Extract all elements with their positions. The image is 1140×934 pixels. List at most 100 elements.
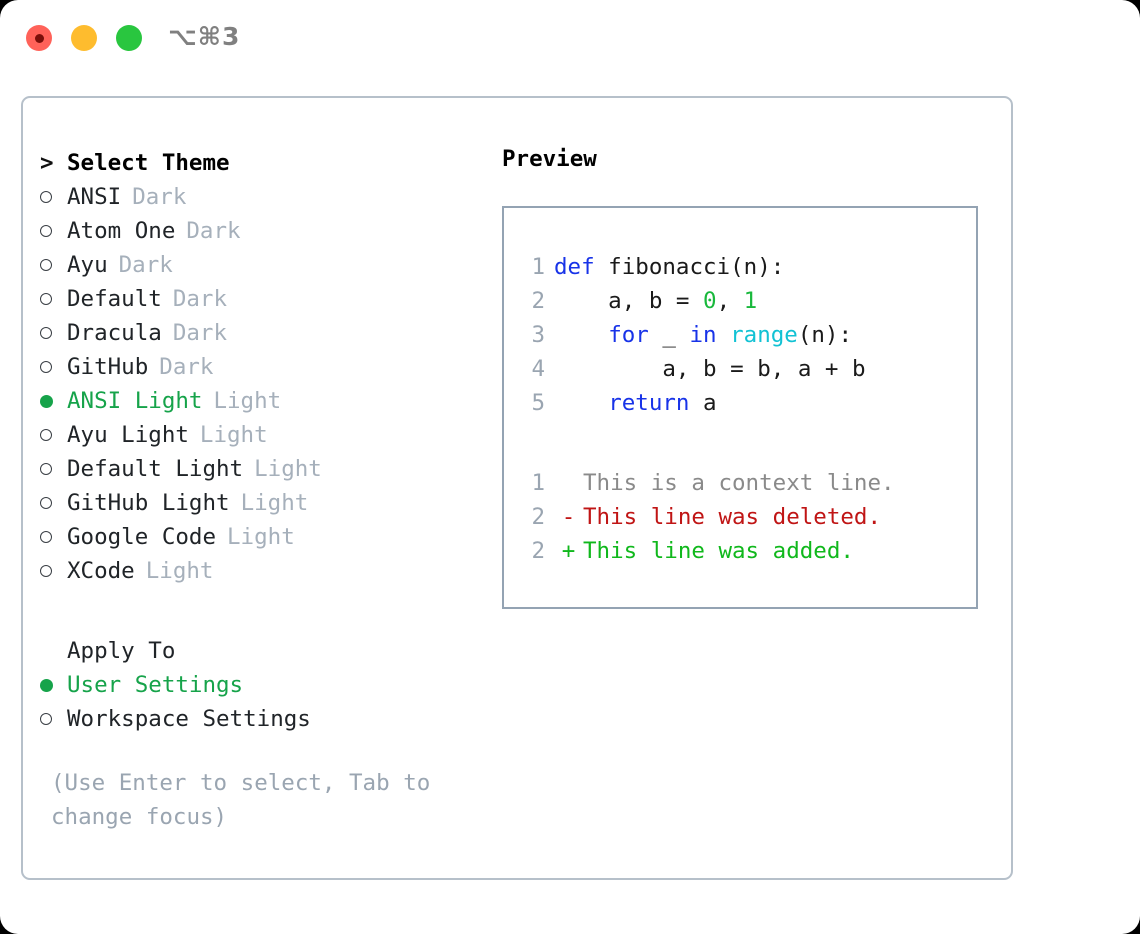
title-bar: ⌥⌘3 — [0, 0, 1140, 78]
theme-radio-marker — [40, 327, 67, 339]
maximize-button-icon[interactable] — [116, 25, 142, 51]
radio-unselected-icon — [40, 429, 52, 441]
window-controls — [26, 25, 142, 51]
theme-variant-badge: Dark — [172, 286, 228, 312]
diff-sample: 1 This is a context line.2-This line was… — [504, 466, 976, 568]
theme-item-label: ANSI — [67, 184, 122, 210]
radio-selected-icon — [40, 394, 53, 408]
diff-line-number: 2 — [531, 504, 545, 530]
theme-item-label: ANSI Light — [67, 388, 203, 414]
theme-list-item[interactable]: Default Dark — [40, 282, 480, 316]
diff-marker-icon: - — [561, 504, 576, 530]
radio-unselected-icon — [40, 531, 52, 543]
radio-unselected-icon — [40, 225, 52, 237]
radio-unselected-icon — [40, 713, 52, 725]
code-line: 4 a, b = b, a + b — [504, 352, 976, 386]
apply-to-heading-row: Apply To — [40, 634, 480, 668]
theme-radio-marker — [40, 191, 67, 203]
theme-item-label: Default Light — [67, 456, 244, 482]
code-line-number: 2 — [531, 288, 545, 314]
diff-line-text: This line was added. — [583, 538, 854, 564]
theme-variant-badge: Light — [145, 558, 214, 584]
theme-list-item[interactable]: ANSI Light Light — [40, 384, 480, 418]
radio-unselected-icon — [40, 361, 52, 373]
diff-line-text: This is a context line. — [583, 470, 895, 496]
theme-variant-badge: Dark — [118, 252, 173, 278]
theme-item-label: Atom One — [67, 218, 176, 244]
theme-list-item[interactable]: Ayu Light Light — [40, 418, 480, 452]
theme-radio-marker — [40, 463, 67, 475]
code-line-number: 1 — [531, 254, 545, 280]
minimize-button-icon[interactable] — [71, 25, 97, 51]
theme-list-item[interactable]: GitHub Dark — [40, 350, 480, 384]
code-line: 3 for _ in range(n): — [504, 318, 976, 352]
theme-radio-marker — [40, 225, 67, 237]
theme-picker-heading-row: > Select Theme — [40, 146, 480, 180]
diff-line: 2+This line was added. — [504, 534, 976, 568]
theme-variant-badge: Dark — [159, 354, 214, 380]
apply-to-option[interactable]: Workspace Settings — [40, 702, 480, 736]
theme-variant-badge: Dark — [172, 320, 228, 346]
diff-line-text: This line was deleted. — [583, 504, 882, 530]
code-line: 5 return a — [504, 386, 976, 420]
diff-line-number: 1 — [531, 470, 545, 496]
theme-radio-marker — [40, 531, 67, 543]
code-diff-spacer — [504, 420, 976, 466]
theme-variant-badge: Light — [199, 422, 268, 448]
theme-variant-badge: Dark — [132, 184, 187, 210]
theme-item-label: Ayu — [67, 252, 108, 278]
close-button-icon[interactable] — [26, 25, 52, 51]
apply-to-option[interactable]: User Settings — [40, 668, 480, 702]
radio-unselected-icon — [40, 565, 52, 577]
radio-selected-icon — [40, 678, 53, 692]
theme-variant-badge: Light — [213, 388, 282, 414]
theme-list-item[interactable]: ANSI Dark — [40, 180, 480, 214]
theme-item-label: Ayu Light — [67, 422, 189, 448]
radio-unselected-icon — [40, 463, 52, 475]
code-token: range — [730, 322, 798, 348]
code-token — [717, 322, 731, 348]
code-token: (n): — [797, 322, 853, 348]
selection-caret-icon: > — [40, 150, 54, 176]
theme-radio-marker — [40, 293, 67, 305]
code-token: 0 — [703, 288, 717, 314]
theme-item-label: GitHub — [67, 354, 149, 380]
theme-item-label: Default — [67, 286, 162, 312]
code-token — [554, 390, 608, 416]
code-line: 2 a, b = 0, 1 — [504, 284, 976, 318]
code-line-number: 4 — [531, 356, 545, 382]
code-token: return — [608, 390, 690, 416]
preview-title: Preview — [502, 146, 597, 172]
radio-unselected-icon — [40, 259, 52, 271]
code-token: def — [554, 254, 595, 280]
code-token: 1 — [743, 288, 758, 314]
code-token: _ — [648, 322, 690, 348]
theme-item-label: GitHub Light — [67, 490, 230, 516]
page-title: Select Theme — [67, 150, 230, 176]
theme-radio-marker — [40, 361, 67, 373]
theme-item-label: XCode — [67, 558, 135, 584]
radio-unselected-icon — [40, 497, 52, 509]
code-token — [554, 322, 608, 348]
theme-radio-marker — [40, 259, 67, 271]
theme-radio-marker — [40, 394, 67, 408]
theme-list-item[interactable]: XCode Light — [40, 554, 480, 588]
diff-line: 1 This is a context line. — [504, 466, 976, 500]
apply-to-label: Workspace Settings — [67, 706, 311, 732]
diff-line: 2-This line was deleted. — [504, 500, 976, 534]
section-spacer — [40, 588, 480, 634]
radio-unselected-icon — [40, 293, 52, 305]
theme-list-item[interactable]: Ayu Dark — [40, 248, 480, 282]
